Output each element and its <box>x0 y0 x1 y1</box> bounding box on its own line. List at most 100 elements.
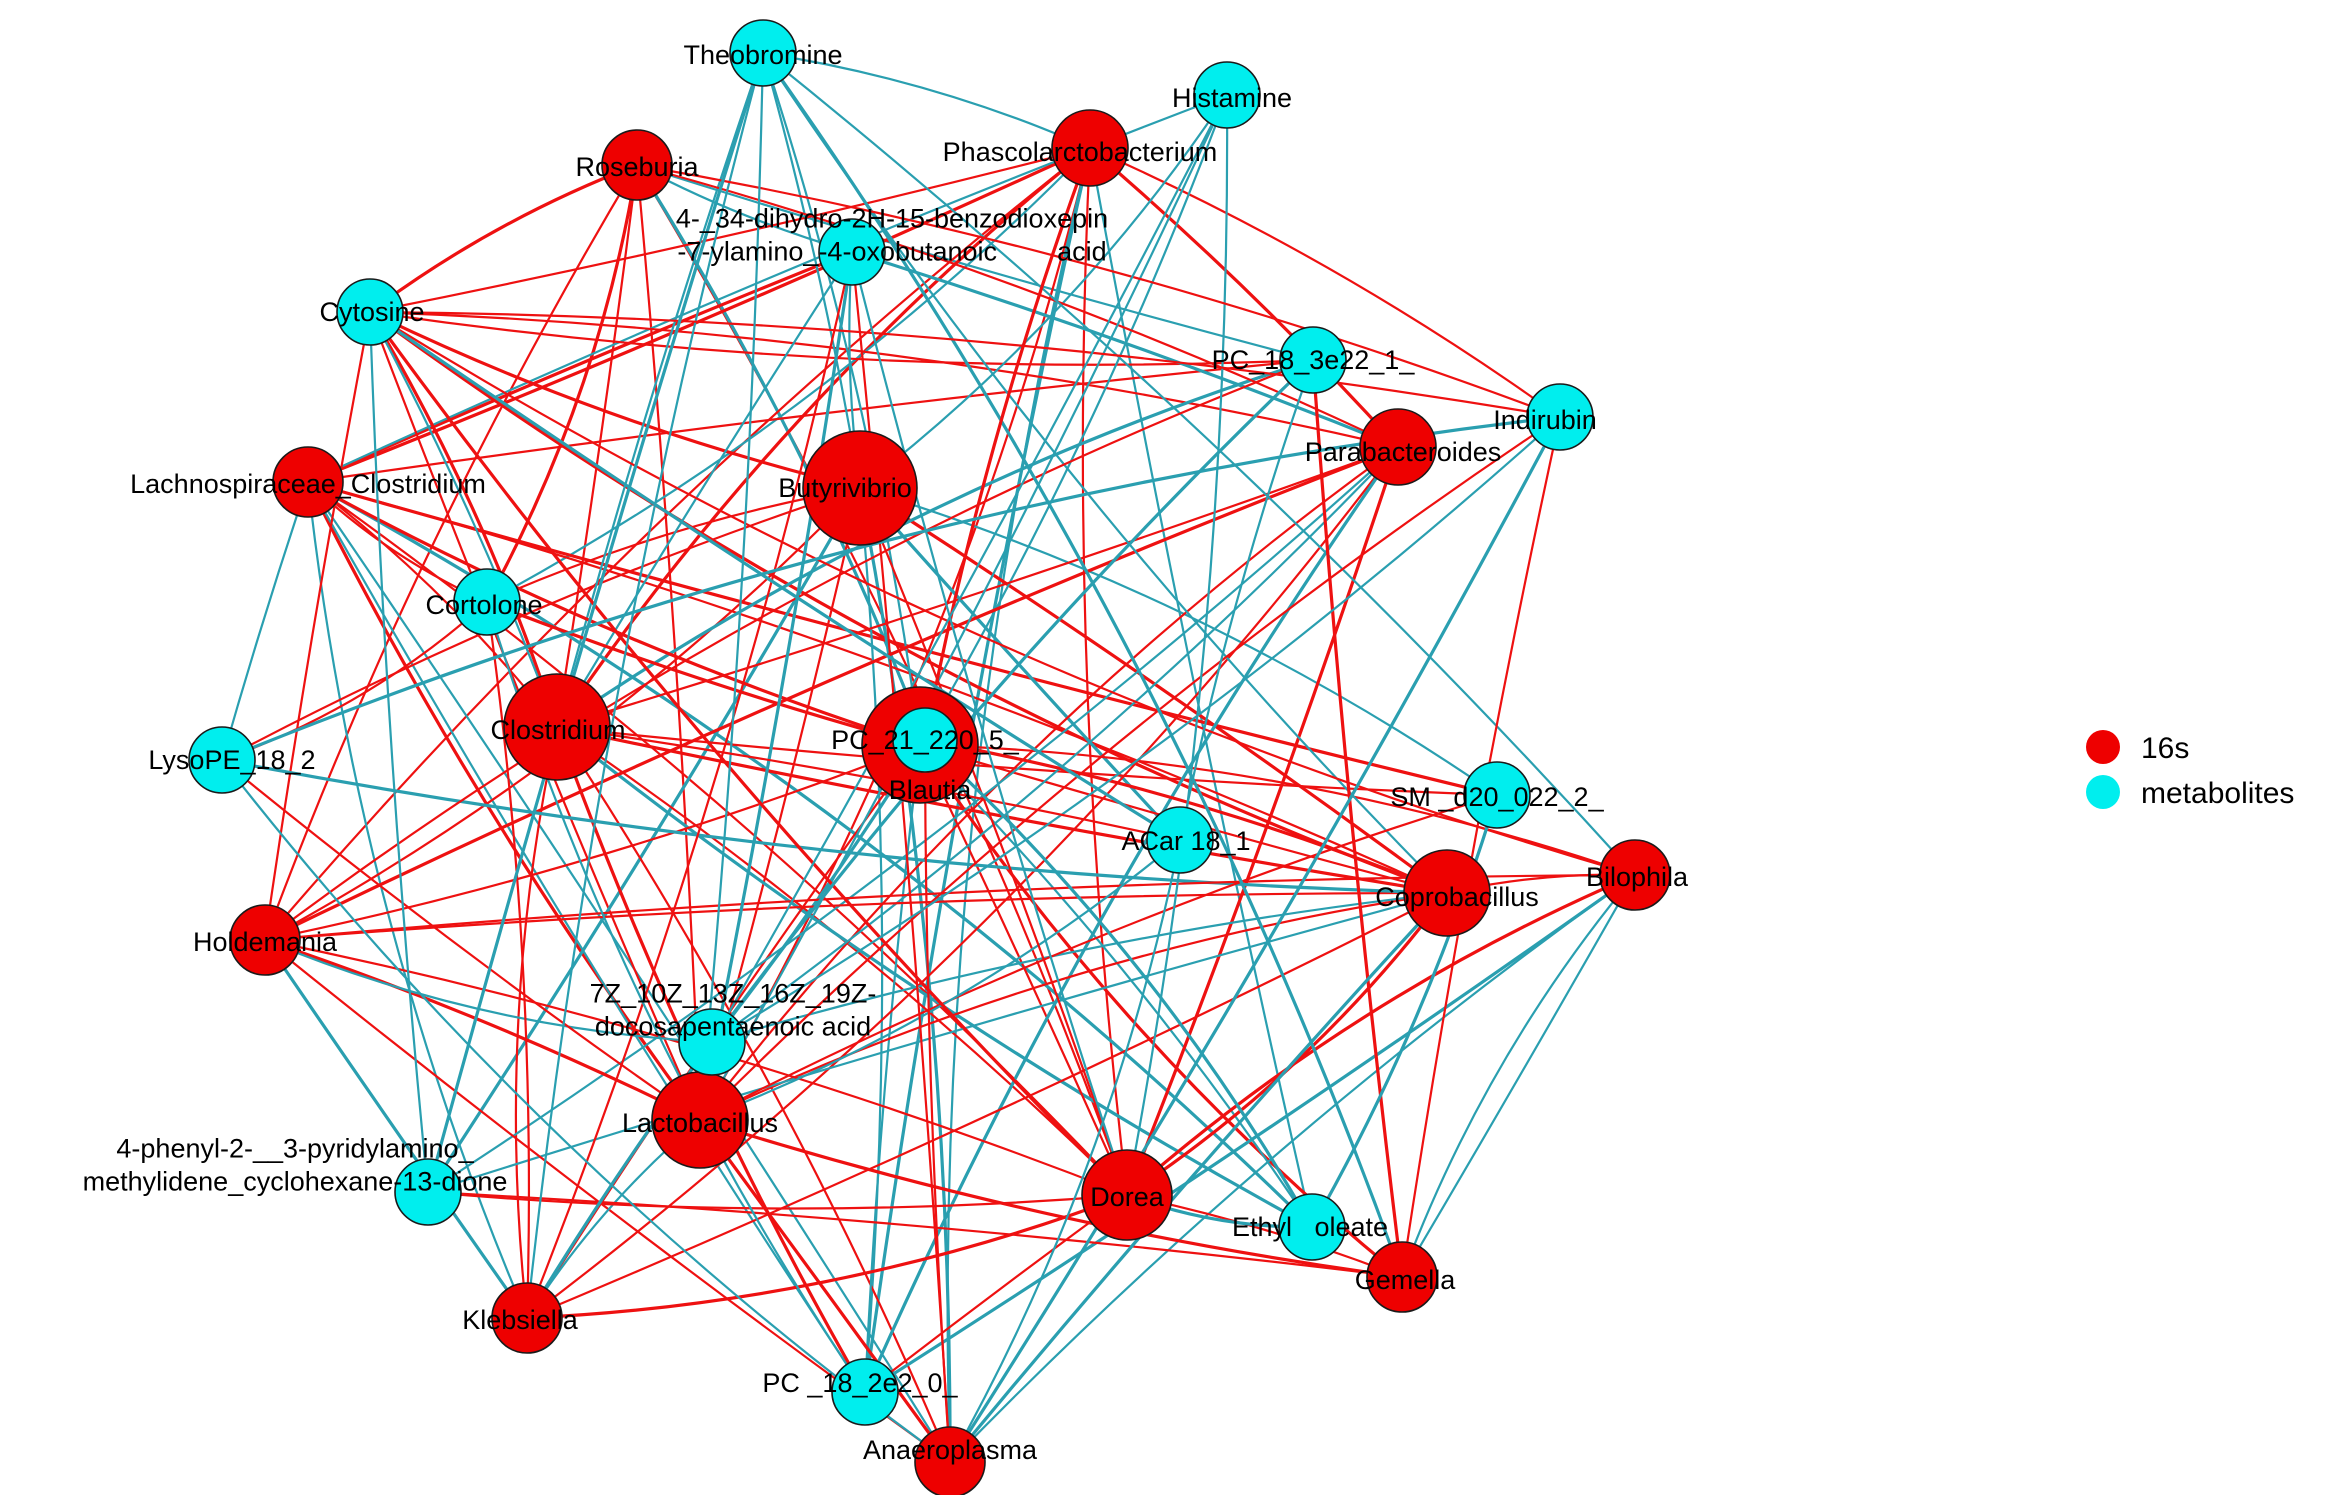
edge-cytosine-pc_18_3e22_1 <box>368 310 1315 366</box>
node-docosapentaenoic <box>678 1008 746 1076</box>
edge-butyrivibrio-histamine <box>858 93 1229 490</box>
edge-dorea-histamine <box>1125 93 1229 1197</box>
edge-phascolarctobacterium-pc_21_220_5 <box>923 146 1092 742</box>
edge-phascolarctobacterium-ethyl_oleate <box>1088 146 1314 1229</box>
legend-swatch-metabolites <box>2086 775 2120 809</box>
edge-holdemania-klebsiella <box>263 938 529 1320</box>
node-parabacteroides <box>1359 408 1437 486</box>
edge-gemella-indirubin <box>1400 415 1562 1279</box>
edge-anaeroplasma-pc_21_220_5 <box>923 738 952 1464</box>
edge-acar_18_1-clostridium <box>555 725 1182 842</box>
edge-ethyl_oleate-pc_21_220_5 <box>923 738 1314 1229</box>
edge-coprobacillus-lactobacillus <box>698 891 1449 1122</box>
edge-phascolarctobacterium-holdemania <box>263 146 1092 942</box>
node-label-butyrivibrio: Butyrivibrio <box>778 473 912 503</box>
edge-clostridium-coprobacillus <box>555 725 1449 895</box>
node-label-holdemania: Holdemania <box>193 927 338 957</box>
node-label-acar-18-1: ACar 18_1 <box>1121 826 1250 856</box>
edge-cytosine-parabacteroides <box>368 310 1400 449</box>
edge-clostridium-ethyl_oleate <box>555 725 1314 1229</box>
edge-coprobacillus-klebsiella <box>525 891 1449 1320</box>
node-label-docosapentaenoic: 7Z_10Z_13Z_16Z_19Z-docosapentaenoic acid <box>590 979 877 1042</box>
legend-label-16s: 16s <box>2141 732 2189 765</box>
edge-blautia-theobromine <box>761 51 922 747</box>
edge-bilophila-pc_18_2e2_0 <box>863 873 1637 1394</box>
edge-anaeroplasma-lysope_18_2 <box>220 758 952 1464</box>
edge-gemella-theobromine <box>761 51 1404 1279</box>
edges-layer <box>220 51 1637 1464</box>
node-pc-18-3e22-1 <box>1279 326 1347 394</box>
edge-lachnospiraceae_clostridium-pc_18_2e2_0 <box>306 480 867 1394</box>
edge-lachnospiraceae_clostridium-klebsiella <box>306 480 529 1320</box>
edge-phascolarctobacterium-cytosine <box>368 146 1092 314</box>
node-label-pc-21-220-5: PC_21_220_5_ <box>831 725 1020 755</box>
edge-lactobacillus-anaeroplasma <box>698 1118 952 1464</box>
node-label-histamine: Histamine <box>1172 83 1292 113</box>
node-cortolone <box>453 568 521 636</box>
edge-butyrivibrio-lysope_18_2 <box>220 486 862 762</box>
edge-lachnospiraceae_clostridium-lactobacillus <box>306 480 702 1122</box>
node-label-cortolone: Cortolone <box>425 590 542 620</box>
edge-gemella-phenyl_cyclohexane <box>426 1190 1404 1279</box>
edge-clostridium-benzodioxepin <box>555 250 854 729</box>
edge-roseburia-lactobacillus <box>635 163 702 1122</box>
edge-parabacteroides-pc_18_2e2_0 <box>863 445 1400 1394</box>
legend-label-metabolites: metabolites <box>2141 777 2294 810</box>
edge-roseburia-cytosine <box>368 163 639 314</box>
edge-parabacteroides-clostridium <box>555 445 1400 729</box>
node-benzodioxepin <box>818 218 886 286</box>
edge-lysope_18_2-indirubin <box>220 415 1562 762</box>
node-label-gemella: Gemella <box>1355 1265 1457 1295</box>
edge-sm_d20_022_2-ethyl_oleate <box>1310 793 1499 1229</box>
edge-cytosine-holdemania <box>263 310 372 942</box>
node-label-klebsiella: Klebsiella <box>462 1305 579 1335</box>
edge-cytosine-butyrivibrio <box>368 310 862 490</box>
edge-phascolarctobacterium-lachnospiraceae_clostridium <box>306 146 1092 484</box>
edge-lactobacillus-indirubin <box>698 415 1562 1122</box>
node-butyrivibrio <box>802 430 918 546</box>
edge-phascolarctobacterium-cortolone <box>485 146 1092 604</box>
edge-lachnospiraceae_clostridium-benzodioxepin <box>306 250 854 484</box>
node-anaeroplasma <box>914 1426 986 1495</box>
legend-swatch-16s <box>2086 730 2120 764</box>
edge-parabacteroides-benzodioxepin <box>850 250 1400 449</box>
node-label-anaeroplasma: Anaeroplasma <box>863 1435 1038 1465</box>
edge-parabacteroides-phenyl_cyclohexane <box>426 445 1400 1194</box>
edge-coprobacillus-pc_21_220_5 <box>923 738 1449 895</box>
edge-phascolarctobacterium-indirubin <box>1088 146 1562 419</box>
edge-pc_18_3e22_1-docosapentaenoic <box>710 358 1315 1044</box>
edge-parabacteroides-holdemania <box>263 445 1400 942</box>
edge-blautia-cortolone <box>485 600 922 747</box>
edge-indirubin-docosapentaenoic <box>710 415 1562 1044</box>
edge-lactobacillus-benzodioxepin <box>698 250 854 1122</box>
node-label-phenyl-cyclohexane: 4-phenyl-2-__3-pyridylamino_methylidene_… <box>83 1134 508 1197</box>
edge-blautia-histamine <box>918 93 1229 747</box>
edge-lysope_18_2-lachnospiraceae_clostridium <box>220 480 310 762</box>
edge-roseburia-holdemania <box>263 163 639 942</box>
edge-parabacteroides-roseburia <box>635 163 1400 449</box>
edge-anaeroplasma-indirubin <box>948 415 1562 1464</box>
edge-butyrivibrio-coprobacillus <box>858 486 1449 895</box>
edge-butyrivibrio-theobromine <box>761 51 862 490</box>
node-coprobacillus <box>1403 849 1491 937</box>
node-label-coprobacillus: Coprobacillus <box>1375 882 1539 912</box>
edge-clostridium-dorea <box>555 725 1129 1197</box>
edge-klebsiella-theobromine <box>525 51 765 1320</box>
node-label-pc-18-2e2-0: PC _18_2e2_0_ <box>762 1368 958 1398</box>
node-klebsiella <box>491 1282 563 1354</box>
edge-dorea-klebsiella <box>525 1193 1129 1320</box>
edge-coprobacillus-phenyl_cyclohexane <box>426 891 1449 1194</box>
edge-phascolarctobacterium-theobromine <box>761 51 1092 150</box>
node-gemella <box>1366 1241 1438 1313</box>
node-label-bilophila: Bilophila <box>1586 862 1689 892</box>
edge-bilophila-gemella <box>1400 873 1637 1279</box>
node-cytosine <box>336 278 404 346</box>
edge-bilophila-theobromine <box>761 51 1637 877</box>
nodes-layer <box>188 19 1671 1495</box>
node-pc-21-220-5 <box>892 707 958 773</box>
edge-blautia-ethyl_oleate <box>918 743 1314 1229</box>
node-pc-18-2e2-0 <box>831 1358 899 1426</box>
